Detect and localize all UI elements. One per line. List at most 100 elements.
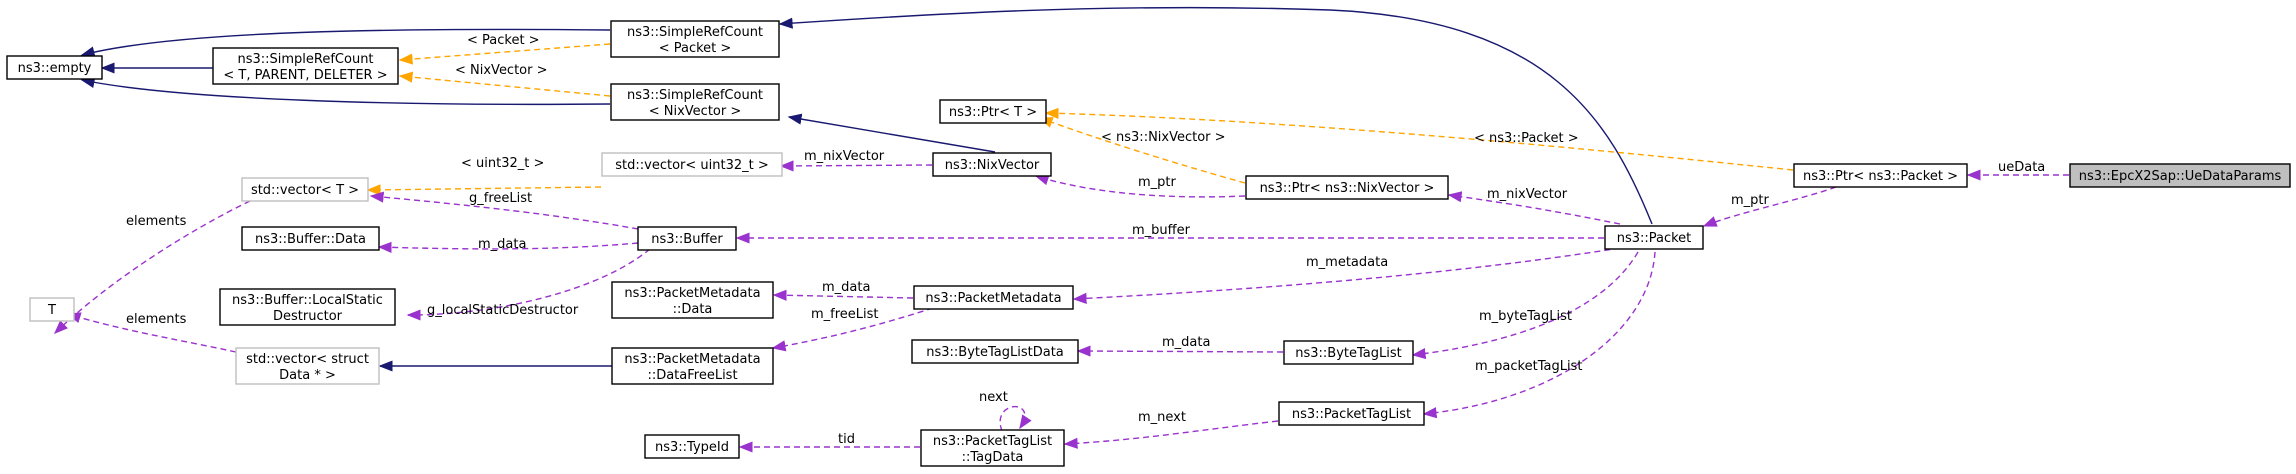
edge-member-next-self [999,405,1032,432]
edge-label-packet-template: < Packet > [467,33,540,48]
edge-template-srcpacket [398,43,611,65]
edge-label-m-nix-vector: m_nixVector [1487,187,1568,202]
edge-label-m-buffer: m_buffer [1132,223,1191,238]
edge-label-m-data: m_data [478,237,526,252]
node-simple-ref-count-nixvector-line1: ns3::SimpleRefCount [627,88,763,103]
edge-member-mmetadata [1072,247,1621,304]
node-simple-ref-count-packet-line1: ns3::SimpleRefCount [627,25,763,40]
node-simple-ref-count-packet-line2: < Packet > [659,41,732,56]
node-packet-tag-list[interactable]: ns3::PacketTagList [1278,401,1425,426]
edge-label-m-data-pm: m_data [822,280,870,295]
edge-member-mptr-nix [1034,174,1246,198]
node-packet-metadata-data-free-list-line1: ns3::PacketMetadata [624,352,760,367]
node-ptr-nixvector[interactable]: ns3::Ptr< ns3::NixVector > [1245,175,1449,200]
edge-member-elements-t [53,200,251,334]
node-packet-metadata[interactable]: ns3::PacketMetadata [913,285,1074,310]
node-ptr-t-label: ns3::Ptr< T > [949,105,1037,120]
node-simple-ref-count-template-line1: ns3::SimpleRefCount [237,52,373,67]
node-ue-data-params-label: ns3::EpcX2Sap::UeDataParams [2079,169,2282,184]
node-empty[interactable]: ns3::empty [6,55,103,80]
node-buffer-data-label: ns3::Buffer::Data [255,232,366,247]
node-ptr-packet[interactable]: ns3::Ptr< ns3::Packet > [1793,163,1968,188]
edge-label-m-packet-tag-list: m_packetTagList [1475,359,1582,374]
node-byte-tag-list[interactable]: ns3::ByteTagList [1283,340,1414,365]
edge-template-ptrpacket [1044,107,1794,171]
edge-label-m-next: m_next [1138,410,1186,425]
node-packet-label: ns3::Packet [1617,231,1692,246]
node-simple-ref-count-packet[interactable]: ns3::SimpleRefCount < Packet > [610,20,780,58]
edge-label-packetptr-template: < ns3::Packet > [1474,131,1579,146]
node-packet-tag-list-label: ns3::PacketTagList [1292,407,1411,422]
edge-template-srcnix [398,71,611,97]
edge-label-m-free-list: m_freeList [811,307,879,322]
node-ue-data-params[interactable]: ns3::EpcX2Sap::UeDataParams [2069,163,2291,188]
edge-member-mdata-pm [772,289,914,301]
node-packet[interactable]: ns3::Packet [1604,225,1704,250]
node-simple-ref-count-template[interactable]: ns3::SimpleRefCount < T, PARENT, DELETER… [212,47,399,85]
edge-label-uint-template: < uint32_t > [461,156,544,171]
edge-inherit-packet-srcpacket [778,6,1653,225]
node-packet-tag-list-tag-data-line2: ::TagData [962,450,1024,465]
node-packet-metadata-data-line2: ::Data [673,302,713,317]
edge-member-mfreelist [771,307,934,352]
node-type-id-label: ns3::TypeId [655,440,729,455]
node-type-id[interactable]: ns3::TypeId [644,434,740,459]
node-ptr-packet-label: ns3::Ptr< ns3::Packet > [1803,169,1958,184]
edge-label-m-ptr: m_ptr [1731,193,1770,208]
node-byte-tag-list-label: ns3::ByteTagList [1295,346,1401,361]
node-t[interactable]: T [29,297,75,322]
node-vector-t-label: std::vector< T > [251,183,359,198]
edge-member-mnixvector-vec [779,160,933,172]
edge-label-tid: tid [838,432,855,447]
node-packet-metadata-data-line1: ns3::PacketMetadata [624,286,760,301]
node-buffer-data[interactable]: ns3::Buffer::Data [241,226,380,251]
node-buffer-local-static-destructor[interactable]: ns3::Buffer::LocalStatic Destructor [219,288,396,326]
edge-label-m-byte-tag-list: m_byteTagList [1479,309,1572,324]
edge-member-gfreelist [369,191,639,230]
node-vector-struct-data[interactable]: std::vector< struct Data * > [235,347,380,385]
node-nix-vector-label: ns3::NixVector [945,158,1040,173]
node-vector-struct-data-line2: Data * > [279,368,336,383]
edge-inherit-nix-srcnix [787,113,996,153]
node-vector-uint32[interactable]: std::vector< uint32_t > [601,152,783,177]
edge-member-elements-struct [66,312,237,353]
edge-inherit-srcpacket-empty [80,28,611,58]
node-packet-tag-list-tag-data-line1: ns3::PacketTagList [933,434,1052,449]
node-ptr-t[interactable]: ns3::Ptr< T > [939,99,1047,124]
edge-label-g-local-static: g_localStaticDestructor [427,303,579,318]
node-vector-t[interactable]: std::vector< T > [241,177,369,202]
node-nix-vector[interactable]: ns3::NixVector [932,152,1052,177]
edge-label-m-ptr-nix: m_ptr [1138,175,1177,190]
node-packet-metadata-data-free-list[interactable]: ns3::PacketMetadata ::DataFreeList [611,347,774,385]
node-packet-metadata-data[interactable]: ns3::PacketMetadata ::Data [611,281,774,319]
node-packet-metadata-label: ns3::PacketMetadata [925,291,1061,306]
edge-label-m-metadata: m_metadata [1306,255,1388,270]
node-buffer-local-static-destructor-line2: Destructor [273,309,343,324]
edge-label-nixptr-template: < ns3::NixVector > [1101,130,1226,145]
node-vector-struct-data-line1: std::vector< struct [246,352,369,367]
node-packet-tag-list-tag-data[interactable]: ns3::PacketTagList ::TagData [920,429,1065,467]
edge-label-m-nix-vector-vec: m_nixVector [804,149,885,164]
node-t-label: T [47,303,56,318]
node-vector-uint32-label: std::vector< uint32_t > [615,158,769,173]
edge-label-m-data-byte: m_data [1162,335,1210,350]
node-simple-ref-count-nixvector-line2: < NixVector > [649,104,742,119]
edge-label-elements-struct: elements [126,312,187,327]
edge-member-mnixvector [1447,191,1621,225]
node-simple-ref-count-nixvector[interactable]: ns3::SimpleRefCount < NixVector > [610,83,780,121]
node-simple-ref-count-template-line2: < T, PARENT, DELETER > [223,68,387,83]
node-empty-label: ns3::empty [18,61,92,76]
edge-label-elements-t: elements [126,214,187,229]
edge-label-nix-template: < NixVector > [455,63,548,78]
edge-member-mdata [377,241,639,253]
node-byte-tag-list-data[interactable]: ns3::ByteTagListData [911,339,1079,364]
node-ptr-nixvector-label: ns3::Ptr< ns3::NixVector > [1260,181,1435,196]
edge-template-ptrnix [1038,117,1246,184]
node-buffer-label: ns3::Buffer [651,232,723,247]
edge-member-mpackettaglist [1422,251,1656,419]
node-buffer[interactable]: ns3::Buffer [637,226,737,251]
edge-template-vecuint [366,184,602,196]
edge-inherit-srcnix-empty [80,77,611,106]
edge-label-next: next [979,390,1008,405]
